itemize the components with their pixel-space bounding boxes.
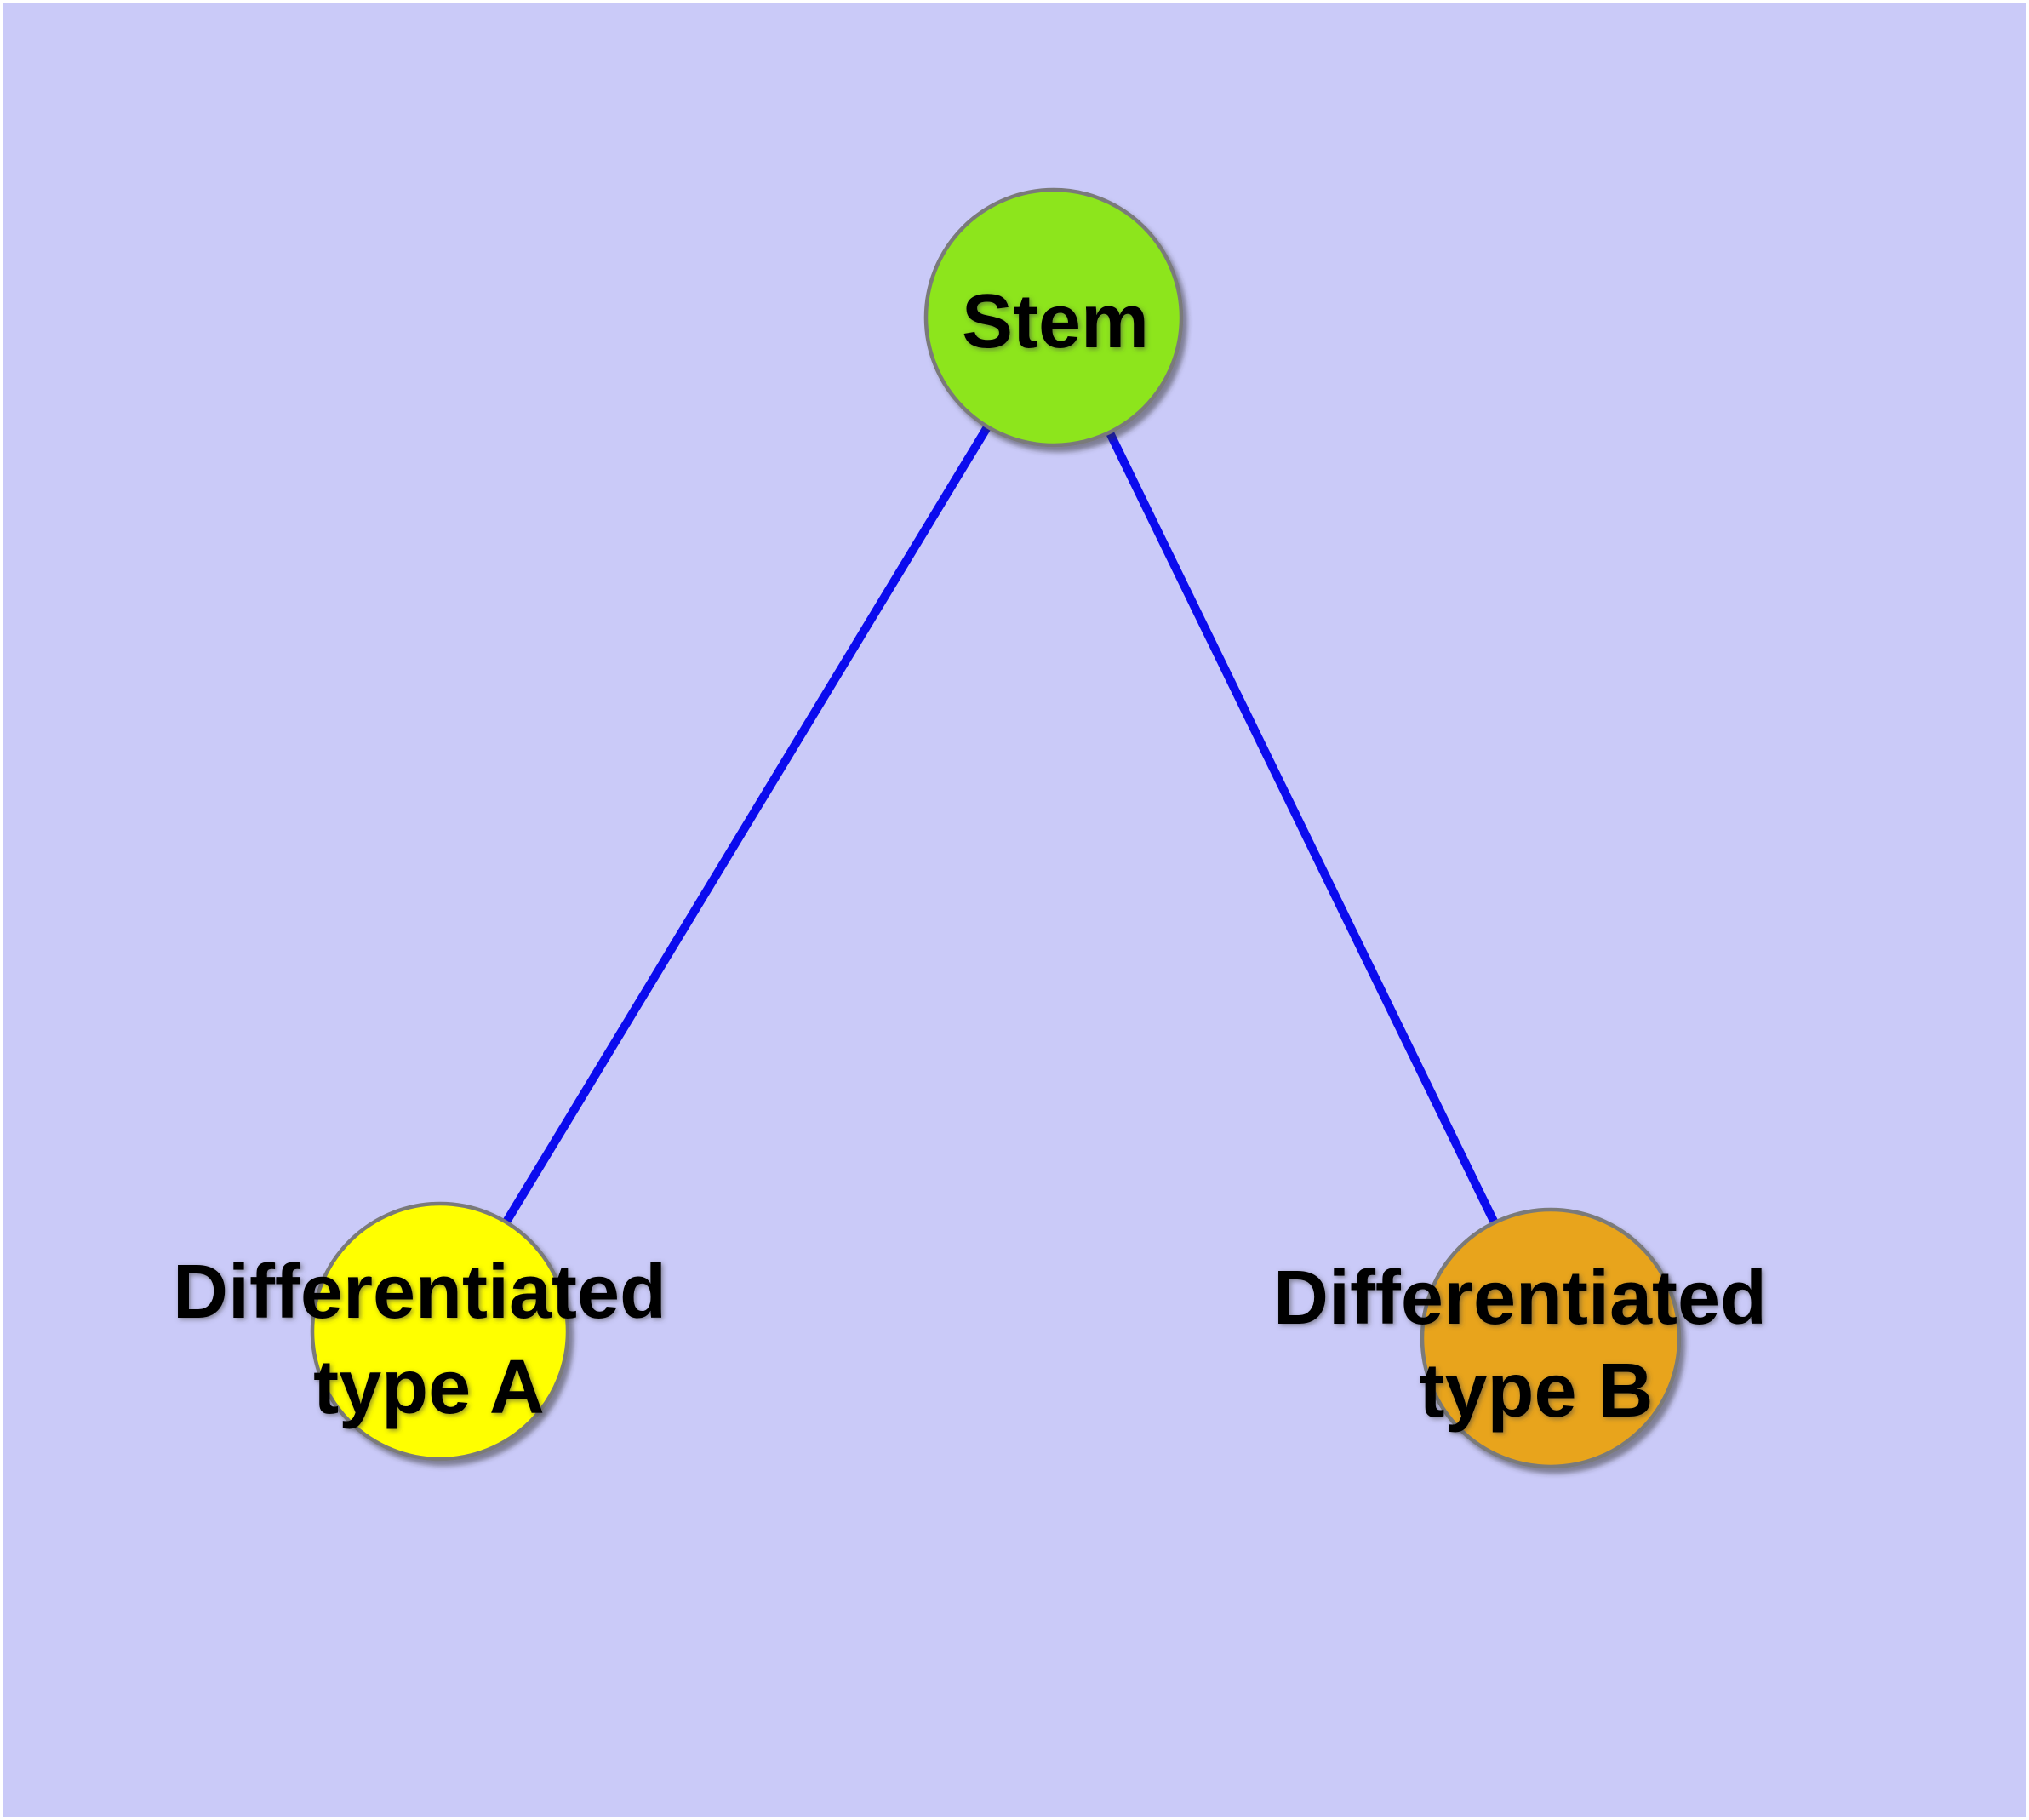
- node-type-a-label-line1: Differentiated: [173, 1250, 666, 1335]
- node-stem[interactable]: Stem: [923, 187, 1184, 448]
- node-type-a-circle[interactable]: [310, 1201, 570, 1462]
- edge-stem-to-type-b: [1049, 315, 1555, 1341]
- node-type-a-label-line2: type A: [313, 1345, 545, 1430]
- node-differentiated-type-b[interactable]: Differentiated type B: [1273, 1207, 1767, 1469]
- edges: [436, 315, 1555, 1341]
- node-differentiated-type-a[interactable]: Differentiated type A: [173, 1201, 666, 1462]
- node-type-b-label-line1: Differentiated: [1273, 1256, 1767, 1341]
- node-type-b-label-line2: type B: [1419, 1348, 1653, 1434]
- node-stem-label: Stem: [962, 279, 1149, 364]
- edge-stem-to-type-a: [436, 315, 1058, 1334]
- node-type-b-circle[interactable]: [1420, 1207, 1682, 1469]
- node-stem-circle[interactable]: [923, 187, 1184, 448]
